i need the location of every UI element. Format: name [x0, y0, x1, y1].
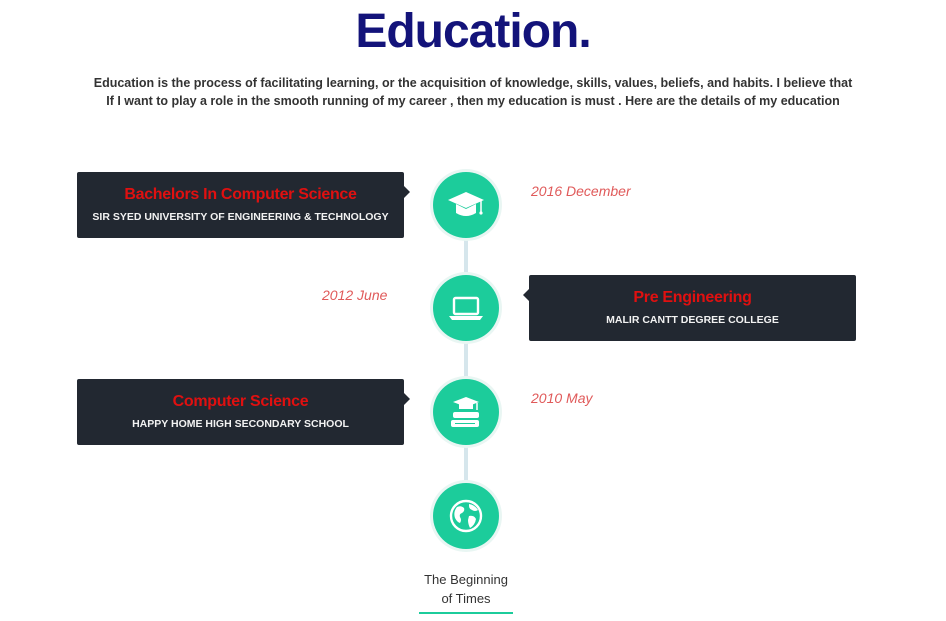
timeline-date: 2012 June: [322, 287, 388, 303]
timeline-card-computer-science: Computer Science HAPPY HOME HIGH SECONDA…: [77, 379, 410, 445]
timeline-card-bachelors: Bachelors In Computer Science SIR SYED U…: [77, 172, 410, 238]
timeline-card-institution: MALIR CANTT DEGREE COLLEGE: [606, 314, 779, 326]
timeline-card-institution: SIR SYED UNIVERSITY OF ENGINEERING & TEC…: [92, 211, 389, 223]
graduation-cap-icon: [448, 192, 484, 216]
timeline-card-title: Computer Science: [172, 393, 309, 410]
timeline-node-computer-science: [433, 379, 499, 445]
intro-paragraph: Education is the process of facilitating…: [93, 76, 853, 108]
laptop-icon: [449, 296, 483, 320]
timeline-date: 2016 December: [531, 183, 631, 199]
timeline-date: 2010 May: [531, 390, 593, 406]
timeline-line: [464, 237, 468, 487]
timeline-node-bachelors: [433, 172, 499, 238]
timeline-card-pre-engineering: Pre Engineering MALIR CANTT DEGREE COLLE…: [523, 275, 856, 341]
timeline-beginning-label: The Beginning of Times: [419, 570, 513, 614]
timeline-card-title: Bachelors In Computer Science: [124, 186, 357, 203]
globe-icon: [449, 499, 483, 533]
timeline-node-beginning: [433, 483, 499, 549]
timeline-node-pre-engineering: [433, 275, 499, 341]
timeline-beginning-line2: of Times: [441, 591, 491, 606]
timeline-card-title: Pre Engineering: [633, 289, 752, 306]
books-icon: [451, 397, 479, 427]
timeline-card-institution: HAPPY HOME HIGH SECONDARY SCHOOL: [132, 418, 349, 430]
timeline-beginning-line1: The Beginning: [424, 572, 508, 587]
page-title: Education.: [355, 5, 591, 58]
